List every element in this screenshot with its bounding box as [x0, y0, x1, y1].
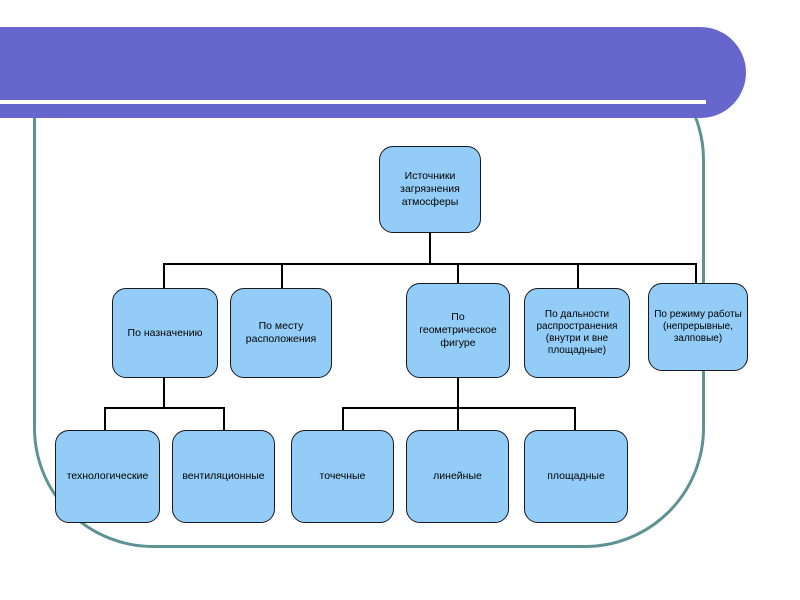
connector-drop-rezhim — [695, 263, 697, 288]
node-po-dalnosti-rasprostraneniya[interactable]: По дальности распространения (внутри и в… — [524, 288, 630, 378]
node-po-naznacheniyu-label: По назначению — [127, 326, 203, 339]
node-po-geometricheskoe-figure-label: По геометрическое фигуре — [419, 311, 497, 349]
connector-drop-tehnologicheskie — [104, 407, 106, 431]
node-po-naznacheniyu[interactable]: По назначению — [112, 288, 218, 378]
node-tochechnye[interactable]: точечные — [291, 430, 394, 523]
connector-drop-ventilyacionnye — [223, 407, 225, 431]
node-root[interactable]: Источники загрязнения атмосферы — [379, 146, 481, 233]
connector-drop-lineynye — [457, 407, 459, 431]
connector-stem-naznachenie — [163, 378, 165, 408]
connector-level3-bus-right — [342, 407, 576, 409]
connector-drop-naznachenie — [163, 263, 165, 288]
node-po-mestu-raspolozheniya-label: По месту расположения — [245, 320, 317, 345]
connector-drop-dalnost — [577, 263, 579, 288]
node-ploshchadnye-label: площадные — [547, 470, 605, 483]
node-ventilyacionnye[interactable]: вентиляционные — [172, 430, 275, 523]
node-po-mestu-raspolozheniya[interactable]: По месту расположения — [230, 288, 332, 378]
connector-drop-figura — [457, 263, 459, 288]
connector-level3-bus-left — [104, 407, 225, 409]
node-po-geometricheskoe-figure[interactable]: По геометрическое фигуре — [406, 283, 510, 378]
node-lineynye-label: линейные — [433, 470, 482, 483]
connector-root-stem — [429, 233, 431, 264]
node-ventilyacionnye-label: вентиляционные — [182, 470, 265, 483]
node-po-dalnosti-rasprostraneniya-label: По дальности распространения (внутри и в… — [536, 308, 618, 357]
connector-level2-bus — [163, 263, 697, 265]
node-root-label: Источники загрязнения атмосферы — [400, 170, 460, 208]
connector-drop-tochechnye — [342, 407, 344, 431]
node-po-rezhimu-raboty[interactable]: По режиму работы (непрерывные, залповые) — [648, 283, 748, 371]
node-ploshchadnye[interactable]: площадные — [524, 430, 628, 523]
connector-drop-ploshchadnye — [574, 407, 576, 431]
node-tehnologicheskie[interactable]: технологические — [55, 430, 160, 523]
connector-drop-mesto — [281, 263, 283, 288]
node-tochechnye-label: точечные — [319, 470, 366, 483]
connector-stem-figura — [457, 378, 459, 408]
node-po-rezhimu-raboty-label: По режиму работы (непрерывные, залповые) — [654, 308, 742, 345]
node-tehnologicheskie-label: технологические — [66, 470, 149, 483]
header-banner-rule — [0, 100, 706, 104]
node-lineynye[interactable]: линейные — [406, 430, 509, 523]
